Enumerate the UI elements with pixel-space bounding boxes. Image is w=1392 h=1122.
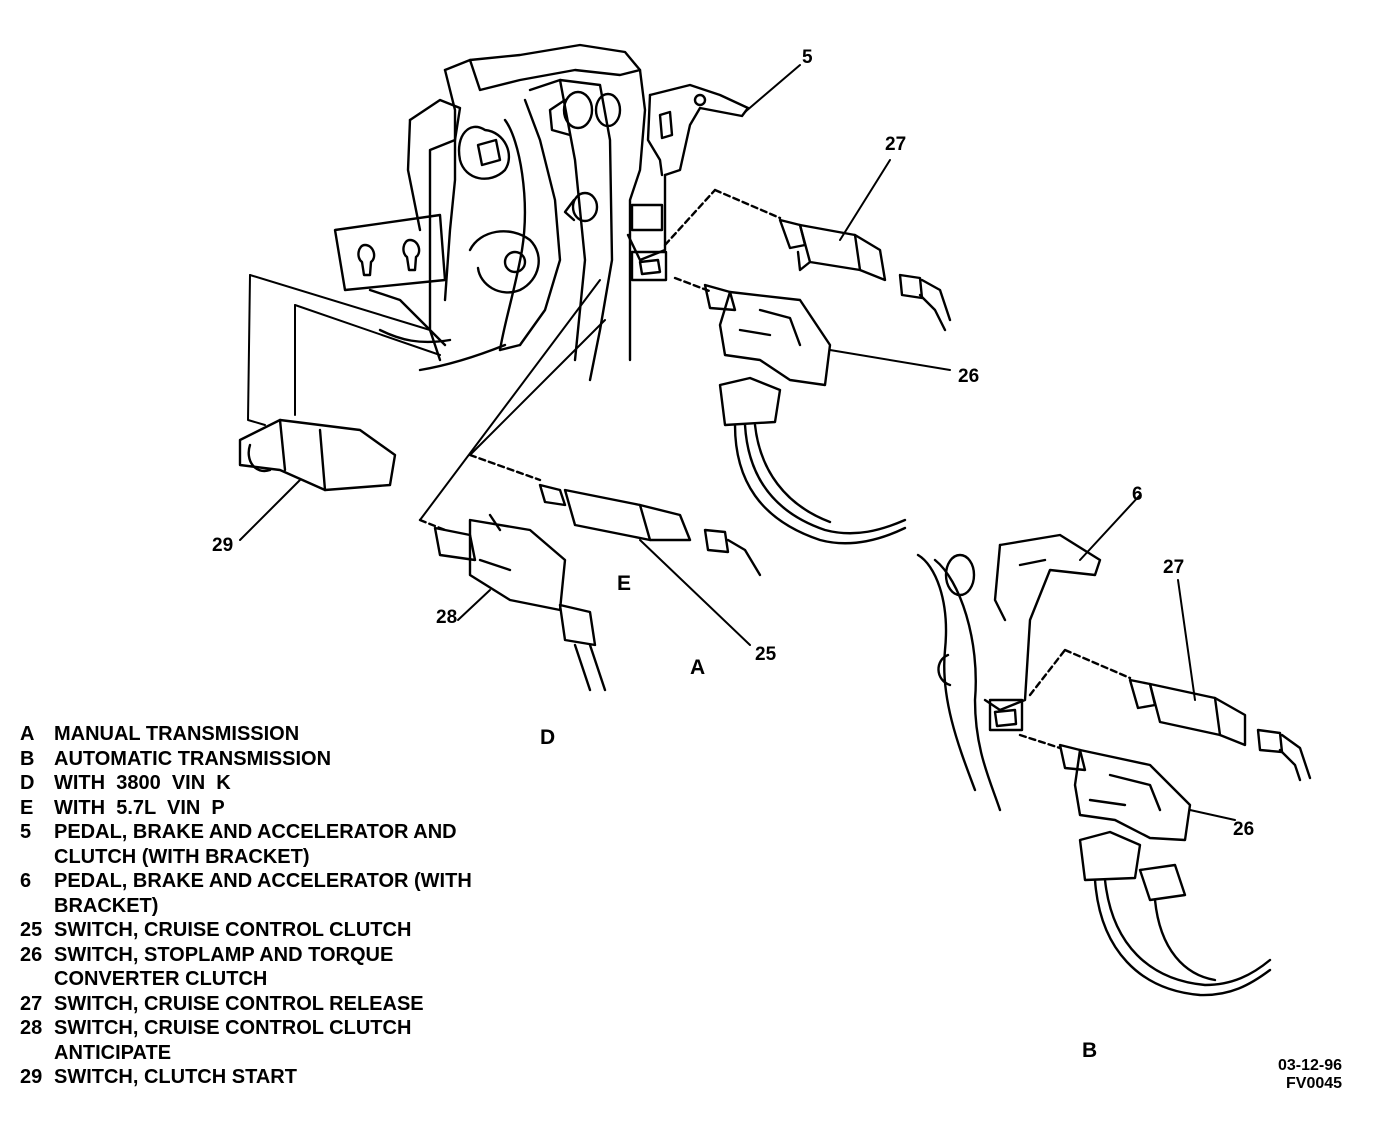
legend-text: SWITCH, CRUISE CONTROL CLUTCH ANTICIPATE bbox=[54, 1017, 417, 1064]
legend-key: E bbox=[20, 796, 34, 819]
switch-26-top bbox=[673, 276, 951, 545]
legend-key: B bbox=[20, 747, 35, 770]
bracket-5 bbox=[626, 64, 801, 282]
legend-item: 29 SWITCH, CLUTCH START bbox=[10, 1065, 530, 1090]
callout-5: 5 bbox=[802, 47, 813, 68]
view-label-e: E bbox=[617, 572, 632, 595]
view-label-a: A bbox=[690, 656, 706, 679]
callout-27-b: 27 bbox=[1163, 557, 1185, 578]
legend-item: D WITH 3800 VIN K bbox=[10, 771, 530, 796]
legend-item: 26 SWITCH, STOPLAMP AND TORQUE CONVERTER … bbox=[10, 943, 530, 992]
legend-key: 28 bbox=[20, 1017, 43, 1039]
switch-25-and-28-lower bbox=[418, 279, 762, 692]
legend: A MANUAL TRANSMISSION B AUTOMATIC TRANSMIS… bbox=[10, 722, 530, 1090]
legend-text: WITH 5.7L VIN P bbox=[54, 796, 225, 819]
legend-item: E WITH 5.7L VIN P bbox=[10, 796, 530, 821]
legend-text: PEDAL, BRAKE AND ACCELERATOR (WITH BRACK… bbox=[54, 870, 478, 917]
legend-text: AUTOMATIC TRANSMISSION bbox=[54, 747, 332, 770]
callout-25: 25 bbox=[755, 644, 777, 665]
callout-6: 6 bbox=[1132, 484, 1143, 505]
legend-text: PEDAL, BRAKE AND ACCELERATOR AND CLUTCH … bbox=[54, 821, 463, 868]
legend-text: WITH 3800 VIN K bbox=[54, 772, 231, 794]
legend-item: 27 SWITCH, CRUISE CONTROL RELEASE bbox=[10, 992, 530, 1017]
legend-text: SWITCH, STOPLAMP AND TORQUE CONVERTER CL… bbox=[54, 943, 399, 991]
figure-code: 03-12-96 FV0045 bbox=[1278, 1057, 1342, 1093]
legend-key: 6 bbox=[20, 870, 32, 892]
view-label-b: B bbox=[1082, 1039, 1098, 1062]
legend-text: SWITCH, CRUISE CONTROL CLUTCH bbox=[54, 919, 412, 941]
legend-text: SWITCH, CRUISE CONTROL RELEASE bbox=[54, 992, 424, 1015]
legend-item: 28 SWITCH, CRUISE CONTROL CLUTCH ANTICIPA… bbox=[10, 1016, 530, 1065]
callout-26-b: 26 bbox=[1233, 819, 1255, 840]
legend-key: 25 bbox=[20, 919, 43, 941]
callout-28: 28 bbox=[436, 607, 458, 628]
callout-27: 27 bbox=[885, 134, 907, 155]
legend-item: A MANUAL TRANSMISSION bbox=[10, 722, 530, 747]
automatic-transmission-assembly bbox=[916, 494, 1312, 997]
figure-date: 03-12-96 bbox=[1278, 1057, 1343, 1074]
figure-id: FV0045 bbox=[1286, 1075, 1343, 1092]
pedal-bracket-assembly bbox=[333, 43, 647, 382]
callout-26: 26 bbox=[958, 366, 980, 387]
legend-key: 26 bbox=[20, 943, 43, 966]
legend-item: 5 PEDAL, BRAKE AND ACCELERATOR AND CLUTCH… bbox=[10, 820, 530, 869]
legend-key: 29 bbox=[20, 1066, 43, 1088]
legend-key: 5 bbox=[20, 821, 32, 843]
switch-27-top bbox=[663, 159, 952, 332]
legend-item: B AUTOMATIC TRANSMISSION bbox=[10, 747, 530, 772]
legend-key: A bbox=[20, 723, 35, 745]
legend-item: 25 SWITCH, CRUISE CONTROL CLUTCH bbox=[10, 918, 530, 943]
legend-text: MANUAL TRANSMISSION bbox=[54, 723, 300, 745]
switch-29 bbox=[238, 274, 441, 541]
legend-key: 27 bbox=[20, 992, 43, 1015]
view-label-d: D bbox=[540, 726, 556, 749]
legend-text: SWITCH, CLUTCH START bbox=[54, 1066, 297, 1088]
legend-item: 6 PEDAL, BRAKE AND ACCELERATOR (WITH BRAC… bbox=[10, 869, 530, 918]
legend-key: D bbox=[20, 772, 35, 794]
callout-29: 29 bbox=[212, 535, 234, 556]
